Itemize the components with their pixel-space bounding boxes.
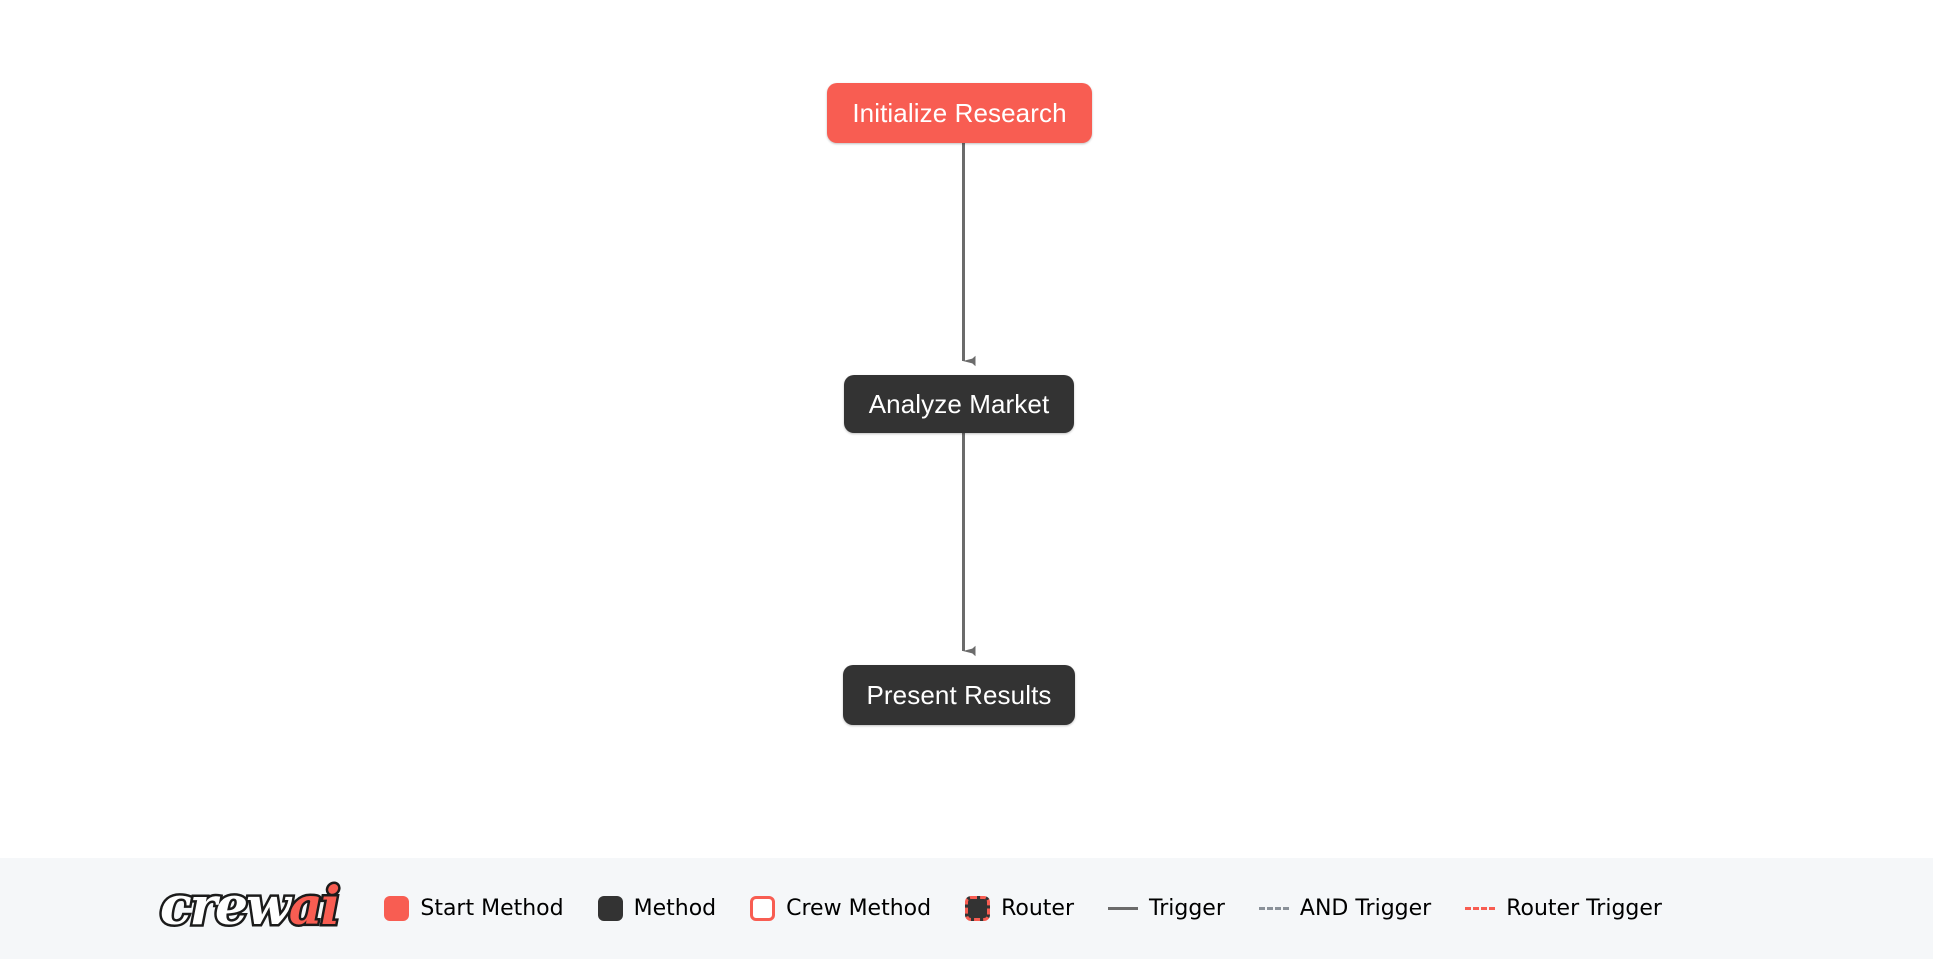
crew-method-swatch-icon: [750, 896, 776, 921]
legend-item-label: Router: [1001, 895, 1075, 921]
flow-node-label: Analyze Market: [868, 389, 1050, 419]
legend-item-router: Router: [965, 896, 1074, 921]
legend-item-trigger: Trigger: [1108, 895, 1225, 921]
legend-item-label: Crew Method: [786, 895, 932, 921]
start-method-swatch-icon: [384, 896, 410, 921]
flow-node-label: Present Results: [866, 680, 1052, 710]
legend-item-label: Start Method: [420, 895, 564, 921]
legend-item-crew-method: Crew Method: [750, 896, 931, 921]
flow-canvas[interactable]: Initialize Research Analyze Market Prese…: [0, 0, 1933, 858]
flow-node-analyze-market[interactable]: Analyze Market: [844, 375, 1074, 433]
router-swatch-icon: [965, 896, 991, 921]
legend-item-start-method: Start Method: [384, 895, 564, 921]
legend-item-method: Method: [597, 895, 717, 921]
router-trigger-line-icon: [1465, 907, 1496, 910]
flow-node-initialize-research[interactable]: Initialize Research: [827, 83, 1092, 143]
legend-item-and-trigger: AND Trigger: [1258, 895, 1432, 921]
logo-text-ai: ai: [286, 875, 343, 937]
legend-items: Start Method Method Crew Method Router T…: [384, 896, 1933, 921]
logo-text-crew: crew: [158, 875, 294, 937]
legend-item-label: Method: [633, 895, 717, 921]
legend-item-label: Router Trigger: [1506, 895, 1662, 921]
and-trigger-line-icon: [1258, 907, 1289, 910]
legend-item-label: Trigger: [1149, 895, 1225, 921]
flow-node-present-results[interactable]: Present Results: [843, 665, 1075, 725]
legend-item-label: AND Trigger: [1299, 895, 1432, 921]
trigger-line-icon: [1108, 907, 1139, 910]
flow-node-label: Initialize Research: [852, 98, 1067, 128]
method-swatch-icon: [597, 896, 623, 921]
legend-item-router-trigger: Router Trigger: [1465, 895, 1662, 921]
